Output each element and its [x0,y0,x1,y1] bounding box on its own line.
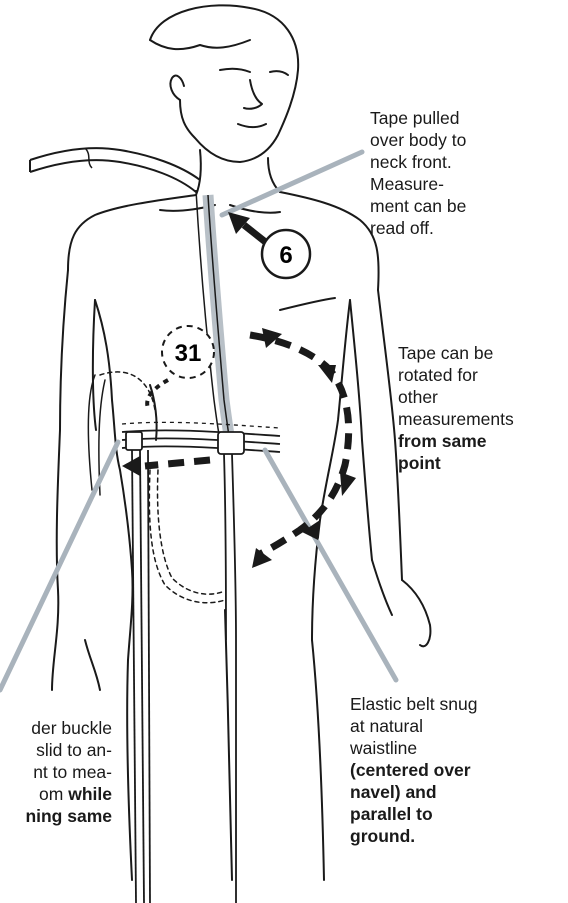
measuring-tape [196,190,232,450]
buckle-callout-line: der buckle [0,717,112,739]
rotate-callout-bold-line: from same [398,430,514,452]
belt-callout-bold-line: ground. [350,825,477,847]
marker-6-number: 6 [279,242,292,269]
belt-callout-bold-line: navel) and [350,781,477,803]
rotate-callout: Tape can be rotated for other measuremen… [398,342,514,474]
belt-callout: Elastic belt snug at natural waistline (… [350,693,477,847]
rotate-callout-line: rotated for [398,364,514,386]
neck-callout-line: Tape pulled [370,107,466,129]
belt-callout-bold-line: parallel to [350,803,477,825]
rotate-callout-line: measurements [398,408,514,430]
belt-callout-line: at natural [350,715,477,737]
buckle-callout-bold: while [68,784,112,804]
neck-callout-line: ment can be [370,195,466,217]
buckle-strap [132,450,236,903]
neck-callout: Tape pulled over body to neck front. Mea… [370,107,466,239]
marker-6: 6 [262,230,310,278]
belt-callout-bold-line: (centered over [350,759,477,781]
neck-callout-line: neck front. [370,151,466,173]
neck-callout-line: read off. [370,217,466,239]
neck-callout-line: Measure- [370,173,466,195]
marker-31: 31 [162,326,214,378]
neck-callout-line: over body to [370,129,466,151]
rotate-callout-line: other [398,386,514,408]
buckle-callout-plain: om [39,784,68,804]
elastic-belt [122,422,280,454]
buckle-callout-bold-line: ning same [0,805,112,827]
buckle-callout: der buckle slid to an- nt to mea- om whi… [0,717,112,827]
belt-callout-line: waistline [350,737,477,759]
tape-end [30,148,200,192]
buckle-callout-mixed-line: om while [0,783,112,805]
buckle-callout-line: slid to an- [0,739,112,761]
marker-31-number: 31 [175,340,202,367]
belt-callout-line: Elastic belt snug [350,693,477,715]
rotate-callout-bold-line: point [398,452,514,474]
buckle-callout-line: nt to mea- [0,761,112,783]
rotate-callout-line: Tape can be [398,342,514,364]
